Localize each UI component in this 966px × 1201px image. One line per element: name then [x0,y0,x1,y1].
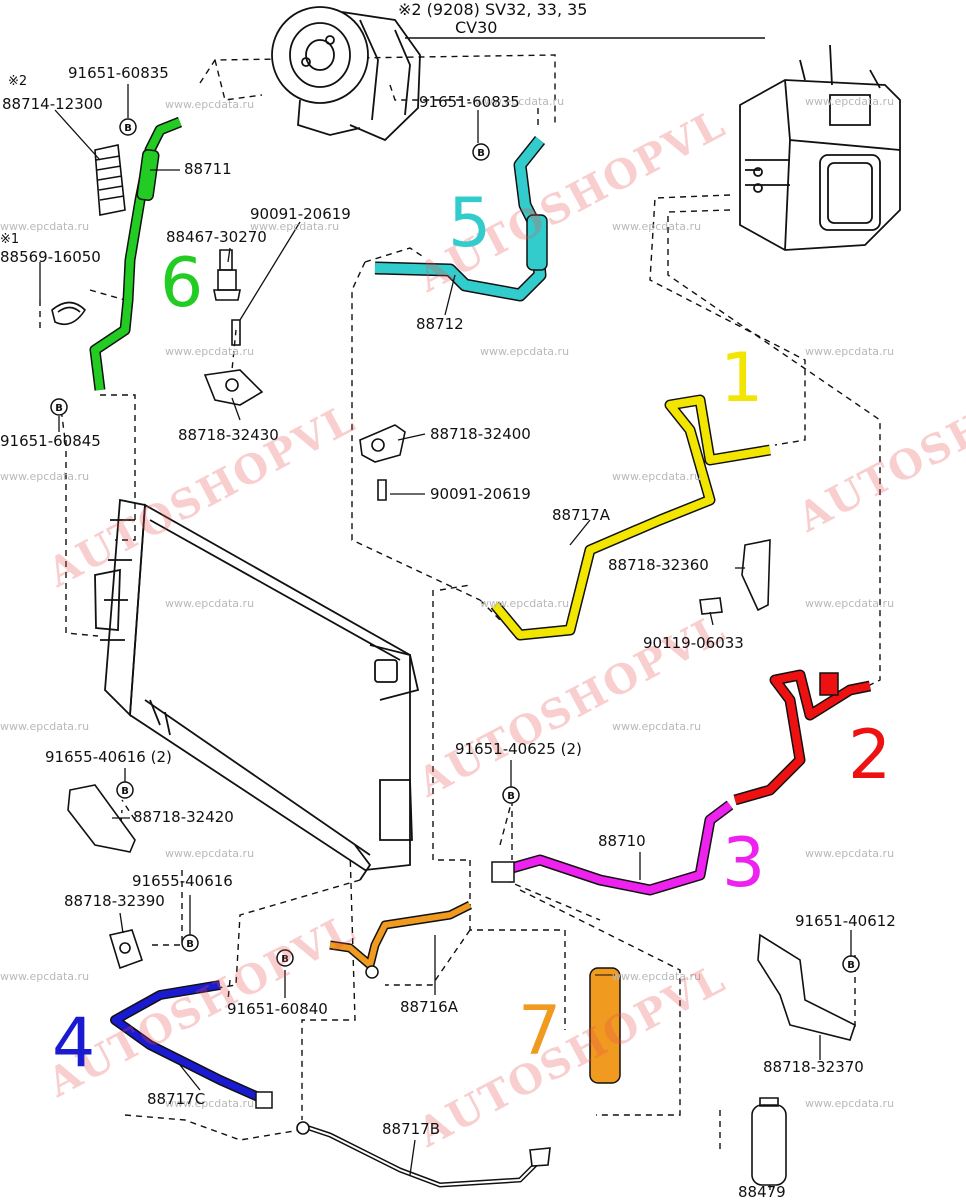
dashed-guide-lines [39,54,881,1150]
leader-lines [39,37,852,1190]
watermark-site: www.epcdata.ru [165,345,255,358]
watermark-site: www.epcdata.ru [805,95,895,108]
part-88717C[interactable]: 88717C [147,1090,206,1108]
watermark-site: www.epcdata.ru [480,597,570,610]
part-88718-32360[interactable]: 88718-32360 [608,556,709,574]
watermark-site: www.epcdata.ru [805,1097,895,1110]
part-88710[interactable]: 88710 [598,832,646,850]
tube-red [733,669,872,806]
compressor [271,6,421,142]
bolt-letter: B [507,791,515,802]
watermark-site: www.epcdata.ru [480,345,570,358]
watermark-site: www.epcdata.ru [0,470,90,483]
header-model: CV30 [455,18,498,37]
bolt-letter: B [55,403,63,414]
part-88717B[interactable]: 88717B [382,1120,441,1138]
bolt-letter: B [124,123,132,134]
watermark-site: www.epcdata.ru [0,720,90,733]
watermark-site: www.epcdata.ru [165,847,255,860]
callout-2: 2 [848,716,892,795]
watermark-site: www.epcdata.ru [612,220,702,233]
part-88716A[interactable]: 88716A [400,998,458,1016]
part-88717A[interactable]: 88717A [552,506,610,524]
tube-88710-magenta [491,800,734,896]
part-88718-32370[interactable]: 88718-32370 [763,1058,864,1076]
watermark-site: www.epcdata.ru [805,345,895,358]
part-91651-40625-2[interactable]: 91651-40625 (2) [455,740,582,758]
part-88718-32430[interactable]: 88718-32430 [178,426,279,444]
part-90119-06033[interactable]: 90119-06033 [643,634,744,652]
tube-88716A-orange [329,900,473,979]
part-88718-32390[interactable]: 88718-32390 [64,892,165,910]
callout-7: 7 [518,992,562,1071]
watermark-site: www.epcdata.ru [165,98,255,111]
part-91651-60845[interactable]: 91651-60845 [0,432,101,450]
part-88718-32400[interactable]: 88718-32400 [430,425,531,443]
part-91655-40616-2[interactable]: 91655-40616 (2) [45,748,172,766]
watermark-site: www.epcdata.ru [612,720,702,733]
watermark-site: www.epcdata.ru [612,970,702,983]
watermark-site: www.epcdata.ru [475,95,565,108]
star-note-2: ※2 [8,74,28,89]
part-91655-40616[interactable]: 91655-40616 [132,872,233,890]
header-note: ※2 (9208) SV32, 33, 35 [398,0,588,19]
bolt-letters: B B B B B B B B [55,123,855,971]
part-88467-30270[interactable]: 88467-30270 [166,228,267,246]
watermark-site: www.epcdata.ru [805,597,895,610]
watermark-site: www.epcdata.ru [805,847,895,860]
condenser [94,498,420,881]
tube-88717C-blue [110,980,273,1109]
bolt-symbols [50,118,860,973]
part-88718-32420[interactable]: 88718-32420 [133,808,234,826]
bolt-letter: B [186,939,194,950]
callout-1: 1 [720,339,764,418]
part-91651-60835[interactable]: 91651-60835 [419,93,520,111]
receiver-orange [589,967,621,1084]
callout-5: 5 [448,184,492,263]
callout-6: 6 [160,244,204,323]
part-90091-20619[interactable]: 90091-20619 [430,485,531,503]
watermark-site: www.epcdata.ru [165,1097,255,1110]
hardware-parts [51,144,856,1188]
part-88711[interactable]: 88711 [184,160,232,178]
watermark-site: www.epcdata.ru [612,470,702,483]
watermark-site: www.epcdata.ru [250,220,340,233]
bolt-letter: B [477,148,485,159]
sleeve-88714 [94,144,126,216]
watermark-site: www.epcdata.ru [0,970,90,983]
bolt-letter: B [121,786,129,797]
part-91651-60840[interactable]: 91651-60840 [227,1000,328,1018]
part-88569-16050[interactable]: 88569-16050 [0,248,101,266]
tube-88717A-yellow [490,394,771,641]
watermark-site: www.epcdata.ru [165,597,255,610]
star-note-1: ※1 [0,232,20,247]
part-88712[interactable]: 88712 [416,315,464,333]
watermark-site: www.epcdata.ru [0,220,90,233]
part-88479[interactable]: 88479 [738,1183,786,1201]
evaporator-unit [739,44,901,251]
part-91651-60835[interactable]: 91651-60835 [68,64,169,82]
part-91651-40612[interactable]: 91651-40612 [795,912,896,930]
part-88714-12300[interactable]: 88714-12300 [2,95,103,113]
part-90091-20619[interactable]: 90091-20619 [250,205,351,223]
bolt-letter: B [281,954,289,965]
bolt-letter: B [847,960,855,971]
callout-3: 3 [722,824,766,903]
hose-88711-green [89,116,183,391]
callout-4: 4 [52,1004,96,1083]
